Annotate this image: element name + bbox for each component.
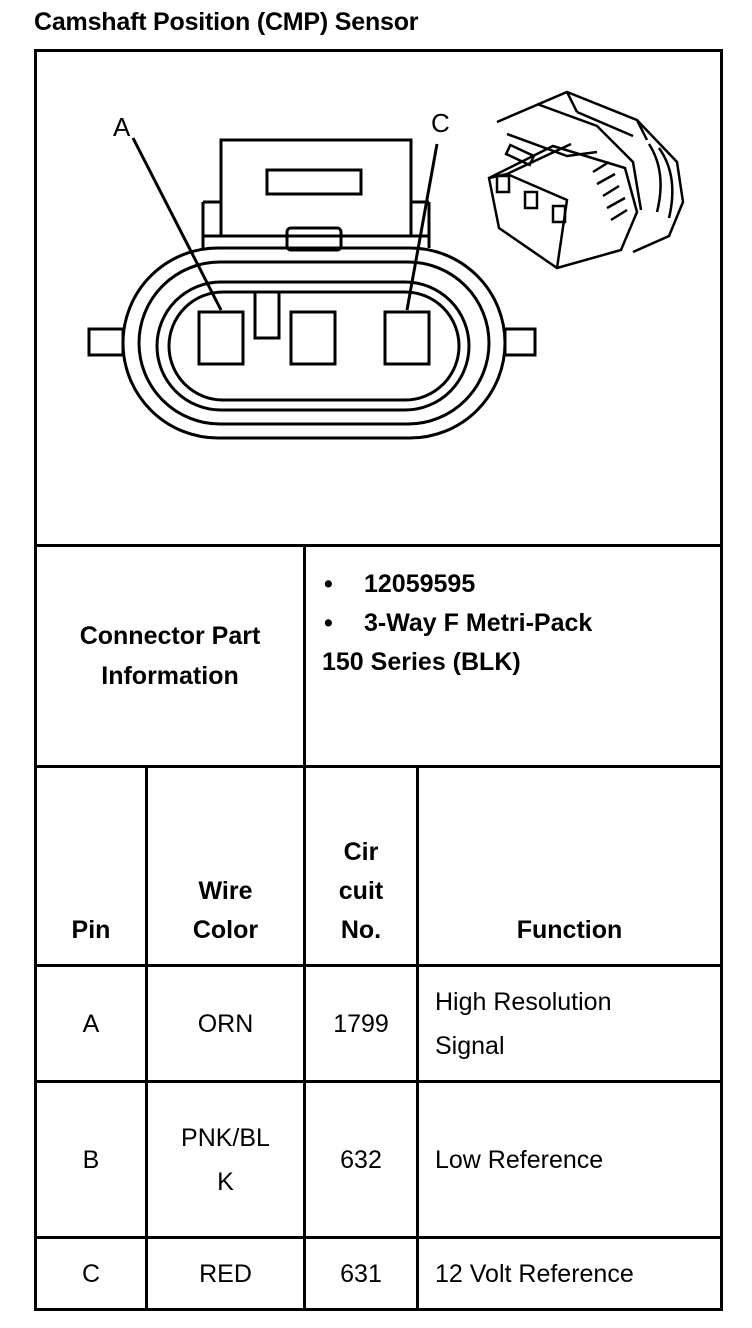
table-row: C RED 631 12 Volt Reference: [34, 1236, 723, 1311]
pin-cell: A: [34, 964, 148, 1083]
inner-wall: [167, 290, 461, 402]
table-row: B PNK/BLK 632 Low Reference: [34, 1080, 723, 1239]
wire-color-cell: ORN: [145, 964, 306, 1083]
pin-table-header: Pin Wire Color Cir cuit No. Function: [34, 765, 723, 967]
cavity-a: [197, 310, 245, 366]
function-cell: High Resolution Signal: [416, 964, 723, 1083]
bullet-icon: •: [324, 570, 333, 598]
connector-part-info-label: Connector Part Information: [34, 544, 306, 768]
header-circuit-text: Cir cuit No.: [338, 838, 384, 944]
connector-table: A C: [34, 49, 723, 1311]
connector-diagram-cell: A C: [34, 49, 723, 547]
pin-label-a: A: [113, 112, 131, 142]
latch-tab: [285, 226, 343, 252]
circuit-cell: 631: [303, 1236, 419, 1311]
connector-part-info-text: Connector Part Information: [79, 622, 261, 690]
table-row: A ORN 1799 High Resolution Signal: [34, 964, 723, 1083]
part-number: 12059595: [364, 570, 476, 598]
cavity-b: [289, 310, 337, 366]
connector-item: • 12059595: [322, 565, 720, 604]
circuit-cell: 632: [303, 1080, 419, 1239]
left-tab: [87, 327, 125, 357]
function-cell: 12 Volt Reference: [416, 1236, 723, 1311]
circuit-cell: 1799: [303, 964, 419, 1083]
wire-color-cell: RED: [145, 1236, 306, 1311]
pin-cell: C: [34, 1236, 148, 1311]
latch-body: [219, 138, 413, 238]
header-function: Function: [416, 765, 723, 967]
connector-part-info: • 12059595 • 3-Way F Metri-Pack 150 Seri…: [303, 544, 723, 768]
connector-series: 150 Series (BLK): [322, 648, 521, 676]
inner-housing: [155, 280, 471, 412]
header-wire-color: Wire Color: [145, 765, 306, 967]
bullet-icon: •: [324, 609, 333, 637]
latch-window: [265, 168, 363, 196]
header-pin: Pin: [34, 765, 148, 967]
outer-housing: [121, 246, 507, 440]
connector-item: • 3-Way F Metri-Pack: [322, 604, 720, 643]
cavity-c: [383, 310, 431, 366]
connector-type: 3-Way F Metri-Pack: [364, 609, 593, 637]
right-tab: [503, 327, 537, 357]
wire-color-text: PNK/BLK: [181, 1123, 270, 1196]
seal-ring: [137, 260, 491, 426]
pin-label-c: C: [431, 108, 450, 138]
function-cell: Low Reference: [416, 1080, 723, 1239]
page-title: Camshaft Position (CMP) Sensor: [34, 8, 419, 36]
header-circuit: Cir cuit No.: [303, 765, 419, 967]
header-wire-color-text: Wire Color: [192, 877, 259, 944]
connector-3d-illustration: [487, 90, 685, 270]
function-text: High Resolution Signal: [435, 987, 612, 1060]
wire-color-cell: PNK/BLK: [145, 1080, 306, 1239]
connector-diagram: A C: [87, 90, 685, 440]
pin-cell: B: [34, 1080, 148, 1239]
polarizing-key: [253, 290, 281, 340]
